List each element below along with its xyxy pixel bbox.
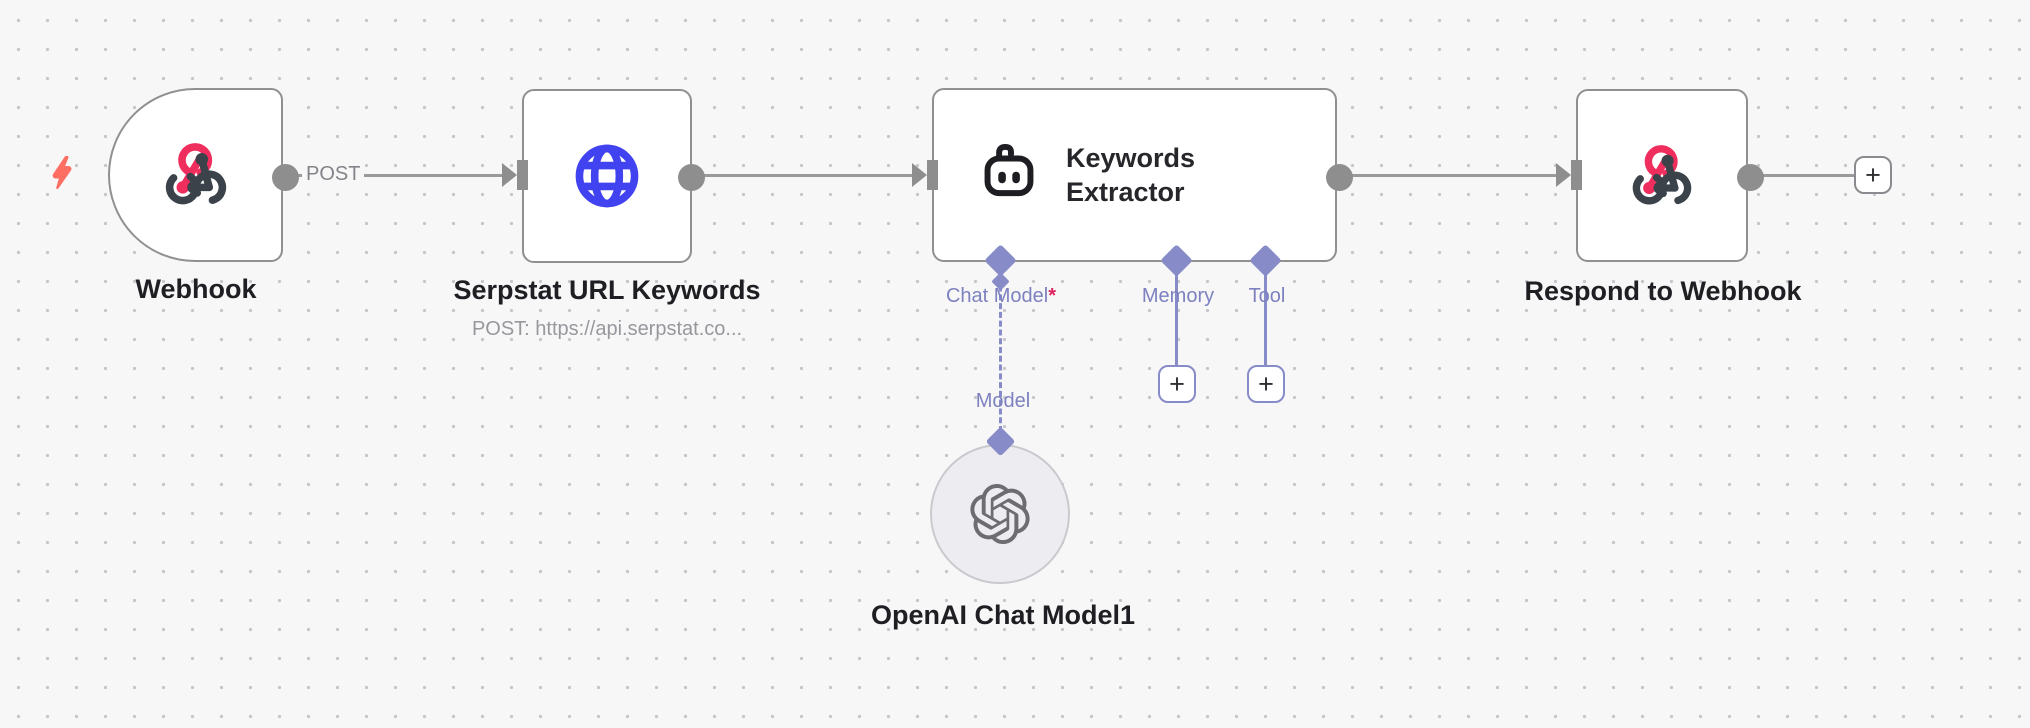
wire-agent-respond <box>1350 174 1560 177</box>
memory-port-label: Memory <box>1141 285 1215 307</box>
robot-icon <box>984 143 1034 197</box>
chat-model-label-text: Chat Model <box>945 285 1049 307</box>
serpstat-input-port[interactable] <box>517 160 528 190</box>
node-respond-to-webhook[interactable] <box>1576 89 1764 262</box>
wire-memory <box>1175 268 1178 368</box>
openai-icon <box>970 484 1030 544</box>
wire-method-label: POST <box>302 163 365 186</box>
chat-model-port-label: Chat Model* <box>946 285 1056 308</box>
node-openai-label: OpenAI Chat Model1 <box>870 600 1136 630</box>
webhook-output-port[interactable] <box>271 163 299 191</box>
wire-tool <box>1264 268 1267 368</box>
tool-port-label: Tool <box>1248 285 1286 307</box>
wire-respond-plus <box>1762 174 1858 177</box>
serpstat-input-arrow[interactable] <box>502 163 517 187</box>
trigger-bolt-icon <box>52 156 72 190</box>
add-memory-button[interactable]: + <box>1158 365 1196 403</box>
node-keywords-extractor[interactable]: Keywords Extractor <box>932 88 1353 262</box>
globe-icon <box>575 144 639 208</box>
add-next-node-button[interactable]: + <box>1854 156 1892 194</box>
wire-serpstat-agent <box>700 174 914 177</box>
respond-input-arrow[interactable] <box>1556 163 1571 187</box>
node-serpstat-label: Serpstat URL Keywords <box>453 275 761 305</box>
wire-webhook-serpstat <box>290 174 508 177</box>
serpstat-output-port[interactable] <box>678 164 705 191</box>
add-tool-button[interactable]: + <box>1247 365 1285 403</box>
node-webhook-label: Webhook <box>135 274 257 304</box>
webhook-icon <box>1632 144 1692 204</box>
respond-output-port[interactable] <box>1736 164 1764 191</box>
agent-output-port[interactable] <box>1325 163 1353 191</box>
wire-chatmodel-dashed <box>999 268 1002 432</box>
agent-input-arrow[interactable] <box>912 163 927 187</box>
respond-input-port[interactable] <box>1571 160 1582 190</box>
agent-input-port[interactable] <box>927 160 938 190</box>
node-serpstat[interactable] <box>522 89 705 263</box>
node-serpstat-subtitle: POST: https://api.serpstat.co... <box>471 318 743 340</box>
node-respond-label: Respond to Webhook <box>1524 276 1802 306</box>
node-webhook[interactable] <box>108 88 299 262</box>
required-asterisk: * <box>1048 285 1057 307</box>
node-openai-chat-model[interactable] <box>930 444 1070 584</box>
model-endpoint-label: Model <box>975 390 1031 412</box>
agent-node-title: Keywords Extractor <box>1066 143 1196 207</box>
webhook-icon <box>165 143 226 205</box>
